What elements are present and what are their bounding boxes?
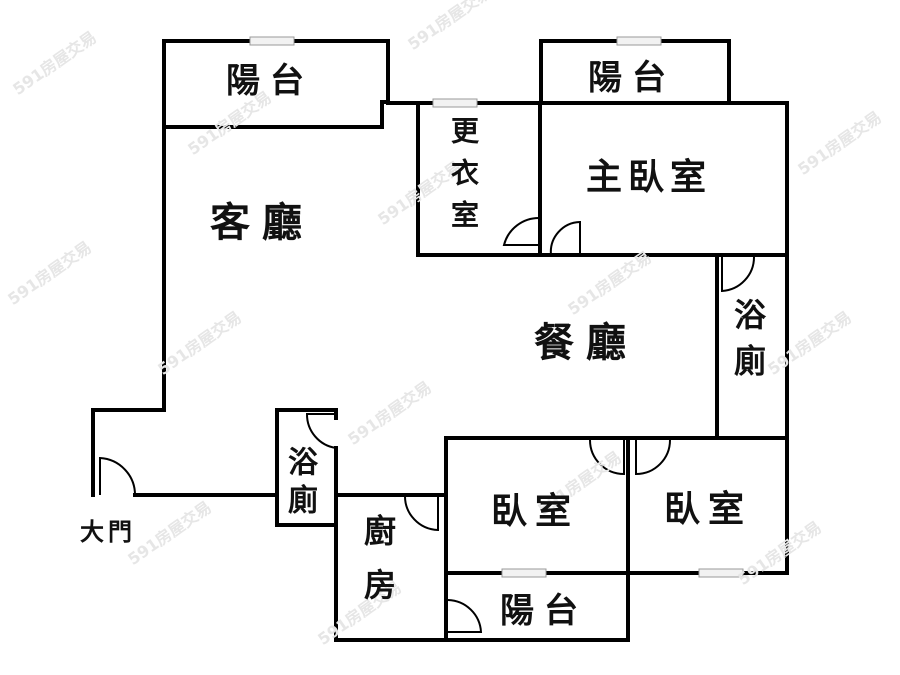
- room-label-balcony-top-right: 陽台: [588, 58, 676, 98]
- entrance-label: 大門: [80, 518, 136, 546]
- room-label-kitchen: 廚房: [359, 514, 397, 622]
- dressing-room-walls: [416, 101, 542, 257]
- bedrooms-walls: [444, 436, 789, 642]
- door-icon: [447, 599, 483, 633]
- door-icon: [99, 456, 137, 496]
- door-icon: [502, 216, 541, 246]
- window-icon: [501, 568, 547, 578]
- room-label-bedroom-1: 臥室: [491, 491, 580, 532]
- room-label-living-room: 客廳: [210, 200, 314, 246]
- door-icon: [549, 220, 581, 256]
- window-icon: [432, 98, 478, 108]
- room-label-balcony-bottom: 陽台: [500, 591, 588, 631]
- window-icon: [698, 568, 744, 578]
- room-label-bathroom-right: 浴廁: [729, 298, 767, 390]
- living-room-outer-wall: [91, 125, 279, 497]
- room-label-bedroom-2: 臥室: [664, 489, 753, 530]
- room-label-dressing-room: 更衣室: [447, 116, 480, 242]
- top-wall: [386, 101, 789, 442]
- room-label-master-bedroom: 主臥室: [586, 157, 713, 198]
- door-icon: [721, 256, 756, 293]
- door-icon: [403, 494, 439, 532]
- room-label-balcony-top-left: 陽台: [226, 61, 314, 101]
- room-label-dining-room: 餐廳: [534, 320, 638, 366]
- kitchen-walls: [334, 493, 448, 642]
- window-icon: [616, 36, 662, 46]
- door-icon: [589, 439, 625, 476]
- door-icon: [305, 413, 337, 449]
- window-icon: [249, 36, 295, 46]
- door-icon: [635, 439, 671, 476]
- bathroom-left-walls: [275, 408, 338, 527]
- balcony-top-right-walls: [539, 39, 731, 105]
- room-label-bathroom-left: 浴廁: [282, 446, 317, 522]
